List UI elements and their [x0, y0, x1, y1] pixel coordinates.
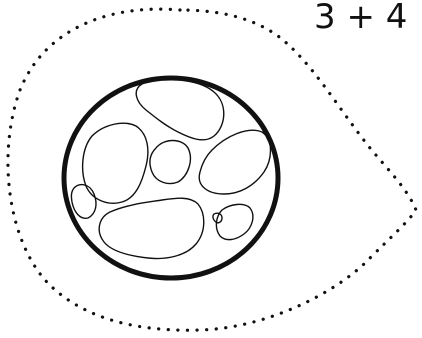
blob-top: [136, 79, 224, 140]
dotted-teardrop-outline: [8, 9, 416, 330]
equation-label: 3 + 4: [314, 0, 407, 37]
blob-bottom-right: [216, 204, 253, 239]
cell-circle: [64, 78, 278, 278]
blob-group: [71, 79, 270, 258]
blob-center: [150, 141, 190, 184]
blob-bottom: [99, 198, 204, 258]
blob-small-left: [71, 185, 96, 219]
blob-right: [199, 130, 270, 194]
